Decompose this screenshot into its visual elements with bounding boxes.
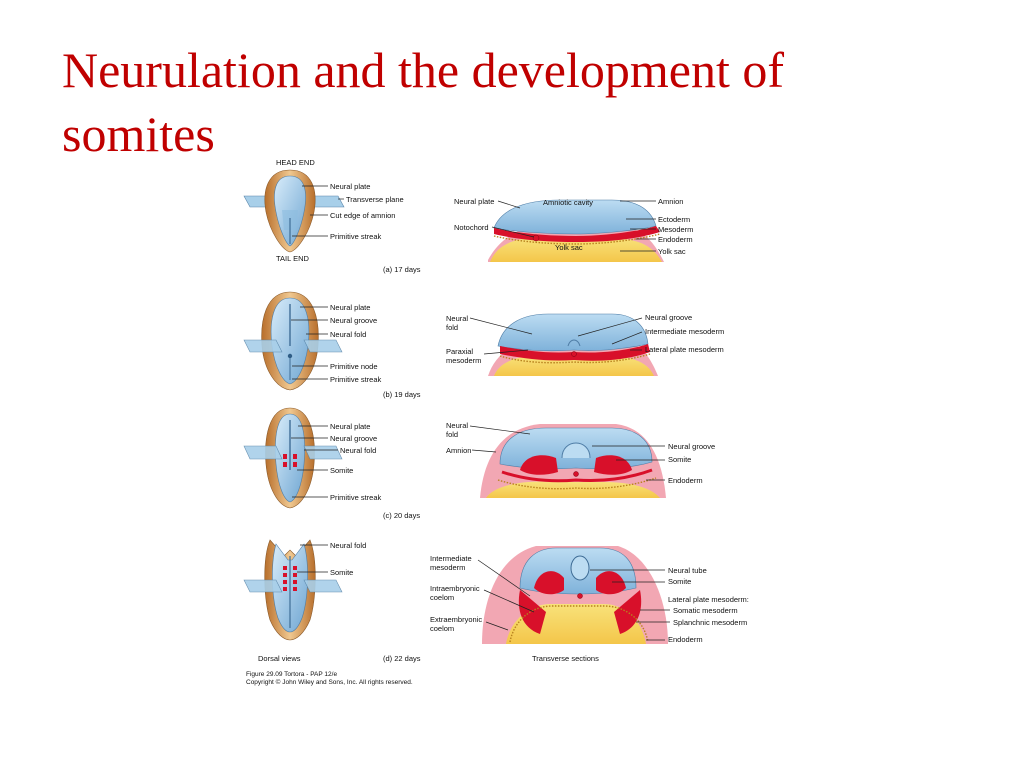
svg-text:Neural plate: Neural plate (330, 182, 370, 191)
copyright-notice: Copyright © John Wiley and Sons, Inc. Al… (246, 678, 413, 686)
stage-b-section (488, 313, 658, 376)
stage-c-dorsal (243, 407, 343, 509)
stage-d-dorsal-labels: Neural fold Somite (297, 541, 366, 577)
svg-text:Yolk sac: Yolk sac (658, 247, 686, 256)
slide-title: Neurulation and the development of somit… (62, 42, 784, 162)
stage-d-section-labels: Intermediate mesoderm Intraembryonic coe… (430, 554, 749, 644)
svg-text:Endoderm: Endoderm (668, 476, 703, 485)
transverse-sections-label: Transverse sections (532, 654, 599, 663)
svg-text:Somite: Somite (330, 466, 353, 475)
svg-text:mesoderm: mesoderm (430, 563, 465, 572)
svg-text:Lateral plate mesoderm: Lateral plate mesoderm (645, 345, 724, 354)
svg-text:mesoderm: mesoderm (446, 356, 481, 365)
svg-text:Neural plate: Neural plate (454, 197, 494, 206)
stage-b-dorsal (243, 291, 343, 391)
svg-text:Neural groove: Neural groove (645, 313, 692, 322)
svg-text:Somite: Somite (668, 577, 691, 586)
svg-text:Primitive streak: Primitive streak (330, 232, 382, 241)
stage-a-section (488, 199, 664, 262)
svg-text:Splanchnic mesoderm: Splanchnic mesoderm (673, 618, 747, 627)
svg-text:Neural groove: Neural groove (330, 316, 377, 325)
svg-text:fold: fold (446, 430, 458, 439)
dorsal-views-label: Dorsal views (258, 654, 301, 663)
svg-text:Neural: Neural (446, 314, 468, 323)
svg-text:Paraxial: Paraxial (446, 347, 473, 356)
stage-b-section-labels: Neural fold Paraxial mesoderm Neural gro… (446, 313, 724, 365)
svg-text:Intermediate: Intermediate (430, 554, 472, 563)
svg-text:Somite: Somite (668, 455, 691, 464)
svg-text:fold: fold (446, 323, 458, 332)
figure-credit: Figure 29.09 Tortora - PAP 12/e (246, 671, 337, 678)
svg-text:Cut edge of amnion: Cut edge of amnion (330, 211, 395, 220)
stage-a-caption: (a) 17 days (383, 265, 421, 274)
svg-text:Ectoderm: Ectoderm (658, 215, 690, 224)
svg-text:coelom: coelom (430, 593, 454, 602)
svg-text:Yolk sac: Yolk sac (555, 243, 583, 252)
svg-text:Transverse plane: Transverse plane (346, 195, 404, 204)
svg-text:Primitive streak: Primitive streak (330, 375, 382, 384)
svg-text:Amnion: Amnion (446, 446, 471, 455)
svg-text:Somatic mesoderm: Somatic mesoderm (673, 606, 738, 615)
svg-text:Neural fold: Neural fold (330, 541, 366, 550)
svg-text:Somite: Somite (330, 568, 353, 577)
svg-text:Endoderm: Endoderm (668, 635, 703, 644)
svg-text:Lateral plate mesoderm:: Lateral plate mesoderm: (668, 595, 749, 604)
svg-text:Amnion: Amnion (658, 197, 683, 206)
svg-text:Neural groove: Neural groove (330, 434, 377, 443)
stage-b-dorsal-labels: Neural plate Neural groove Neural fold P… (291, 303, 382, 384)
svg-text:Intermediate mesoderm: Intermediate mesoderm (645, 327, 724, 336)
stage-a-dorsal-labels: Neural plate Transverse plane Cut edge o… (292, 182, 404, 241)
svg-text:coelom: coelom (430, 624, 454, 633)
svg-text:Endoderm: Endoderm (658, 235, 693, 244)
tail-end-label: TAIL END (276, 254, 310, 263)
stage-d-caption: (d) 22 days (383, 654, 421, 663)
svg-text:Neural fold: Neural fold (340, 446, 376, 455)
svg-text:Primitive node: Primitive node (330, 362, 378, 371)
svg-text:Intraembryonic: Intraembryonic (430, 584, 480, 593)
stage-b-caption: (b) 19 days (383, 390, 421, 399)
stage-c-caption: (c) 20 days (383, 511, 420, 520)
stage-d-dorsal (243, 539, 343, 641)
svg-text:Neural: Neural (446, 421, 468, 430)
svg-text:Neural tube: Neural tube (668, 566, 707, 575)
stage-c-dorsal-labels: Neural plate Neural groove Neural fold S… (291, 422, 382, 502)
svg-text:Mesoderm: Mesoderm (658, 225, 693, 234)
stage-d-section (482, 546, 668, 644)
svg-text:Notochord: Notochord (454, 223, 489, 232)
svg-text:Neural fold: Neural fold (330, 330, 366, 339)
stage-c-section (480, 424, 666, 498)
stage-a-section-labels: Neural plate Notochord Amniotic cavity Y… (454, 197, 693, 256)
stage-c-section-labels: Neural fold Amnion Neural groove Somite … (446, 421, 715, 485)
svg-text:Extraembryonic: Extraembryonic (430, 615, 482, 624)
head-end-label: HEAD END (276, 158, 315, 167)
svg-text:Neural groove: Neural groove (668, 442, 715, 451)
svg-text:Amniotic cavity: Amniotic cavity (543, 198, 593, 207)
svg-text:Neural plate: Neural plate (330, 303, 370, 312)
stage-a-dorsal (243, 169, 345, 253)
svg-text:Neural plate: Neural plate (330, 422, 370, 431)
svg-text:Primitive streak: Primitive streak (330, 493, 382, 502)
